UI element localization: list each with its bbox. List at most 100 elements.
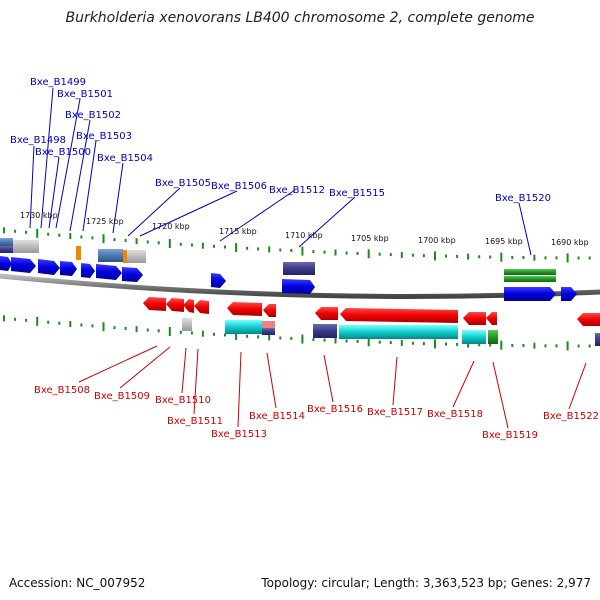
feature-block[interactable] <box>225 320 262 334</box>
gene-label[interactable]: Bxe_B1502 <box>65 110 121 121</box>
gene-arrow[interactable] <box>143 297 166 311</box>
scale-tick <box>246 334 249 338</box>
gene-label[interactable]: Bxe_B1504 <box>97 153 153 164</box>
feature-block[interactable] <box>127 250 146 263</box>
gene-arrow[interactable] <box>81 263 95 278</box>
scale-tick <box>157 329 160 333</box>
scale-tick <box>367 337 370 347</box>
gene-arrow[interactable] <box>96 264 122 280</box>
gene-arrow[interactable] <box>486 312 497 325</box>
gene-label[interactable]: Bxe_B1506 <box>211 181 267 192</box>
scale-tick <box>135 326 138 333</box>
gene-arrow[interactable] <box>282 279 315 294</box>
feature-block[interactable] <box>0 246 13 253</box>
scale-tick <box>400 339 403 346</box>
feature-block[interactable] <box>504 269 556 275</box>
feature-block[interactable] <box>504 276 556 282</box>
scale-tick <box>400 251 403 258</box>
feature-block[interactable] <box>182 318 192 331</box>
gene-arrow[interactable] <box>166 298 184 312</box>
scale-tick <box>356 251 359 255</box>
scale-tick <box>378 252 381 256</box>
gene-label[interactable]: Bxe_B1514 <box>249 411 305 422</box>
gene-label[interactable]: Bxe_B1505 <box>155 178 211 189</box>
scale-tick <box>345 339 348 343</box>
scale-ticks-bottom <box>3 315 591 351</box>
topology-text: Topology: circular; Length: 3,363,523 bp… <box>261 576 591 590</box>
scale-tick <box>511 255 514 259</box>
gene-label[interactable]: Bxe_B1515 <box>329 188 385 199</box>
gene-label[interactable]: Bxe_B1512 <box>269 185 325 196</box>
scale-tick <box>511 343 514 347</box>
feature-block[interactable] <box>13 240 39 253</box>
scale-tick <box>411 341 414 345</box>
gene-label[interactable]: Bxe_B1510 <box>155 395 211 406</box>
feature-block[interactable] <box>76 246 81 260</box>
scale-tick <box>544 256 547 260</box>
scale-tick <box>467 341 470 348</box>
gene-arrow[interactable] <box>211 273 226 288</box>
gene-label[interactable]: Bxe_B1513 <box>211 429 267 440</box>
feature-block[interactable] <box>488 330 498 344</box>
scale-tick <box>555 256 558 260</box>
gene-arrow[interactable] <box>0 256 12 271</box>
gene-label[interactable]: Bxe_B1518 <box>427 409 483 420</box>
gene-label[interactable]: Bxe_B1503 <box>76 131 132 142</box>
gene-label[interactable]: Bxe_B1509 <box>94 391 150 402</box>
feature-block[interactable] <box>339 325 458 339</box>
bottom-gene-labels: Bxe_B1508 Bxe_B1509 Bxe_B1510 Bxe_B1511 … <box>34 385 599 441</box>
scale-label: 1710 kbp <box>285 231 323 240</box>
gene-arrow[interactable] <box>577 313 600 326</box>
scale-label: 1705 kbp <box>351 234 389 243</box>
scale-tick <box>533 342 536 349</box>
feature-block[interactable] <box>0 238 13 246</box>
feature-block[interactable] <box>595 333 600 346</box>
scale-tick <box>422 342 425 346</box>
gene-label[interactable]: Bxe_B1508 <box>34 385 90 396</box>
gene-label[interactable]: Bxe_B1511 <box>167 416 223 427</box>
scale-tick <box>3 315 5 322</box>
gene-arrow[interactable] <box>11 257 36 273</box>
scale-tick <box>146 328 149 332</box>
gene-arrow[interactable] <box>194 300 209 314</box>
scale-tick <box>588 344 591 348</box>
gene-label[interactable]: Bxe_B1520 <box>495 193 551 204</box>
scale-tick <box>445 254 447 258</box>
forward-strand-genes <box>0 256 577 301</box>
feature-block[interactable] <box>123 250 127 263</box>
gene-label[interactable]: Bxe_B1516 <box>307 404 363 415</box>
feature-block[interactable] <box>283 262 315 275</box>
scale-tick <box>434 339 436 349</box>
feature-block[interactable] <box>262 321 275 328</box>
gene-arrow[interactable] <box>340 308 458 323</box>
gene-label[interactable]: Bxe_B1500 <box>35 147 91 158</box>
scale-tick <box>268 246 271 253</box>
gene-arrow[interactable] <box>504 287 556 301</box>
gene-arrow[interactable] <box>463 312 486 325</box>
scale-tick <box>113 238 116 242</box>
gene-arrow[interactable] <box>263 304 276 317</box>
gene-arrow[interactable] <box>122 267 143 282</box>
scale-tick <box>577 344 580 348</box>
scale-tick <box>179 242 182 246</box>
gene-label[interactable]: Bxe_B1498 <box>10 135 66 146</box>
bottom-gene-callouts <box>78 345 587 429</box>
gene-arrow[interactable] <box>561 287 577 301</box>
feature-block[interactable] <box>462 330 486 344</box>
gene-arrow[interactable] <box>315 307 338 320</box>
gene-label[interactable]: Bxe_B1499 <box>30 77 86 88</box>
scale-tick <box>301 246 304 256</box>
gene-arrow[interactable] <box>38 259 60 275</box>
gene-label[interactable]: Bxe_B1522 <box>543 411 599 422</box>
gene-arrow[interactable] <box>60 261 77 276</box>
feature-block[interactable] <box>262 328 275 335</box>
feature-block[interactable] <box>313 324 337 338</box>
feature-block[interactable] <box>98 249 123 262</box>
gene-label[interactable]: Bxe_B1519 <box>482 430 538 441</box>
gene-arrow[interactable] <box>183 299 194 313</box>
scale-tick <box>555 344 558 348</box>
gene-arrow[interactable] <box>227 302 262 316</box>
gene-label[interactable]: Bxe_B1501 <box>57 89 113 100</box>
gene-label[interactable]: Bxe_B1517 <box>367 407 423 418</box>
